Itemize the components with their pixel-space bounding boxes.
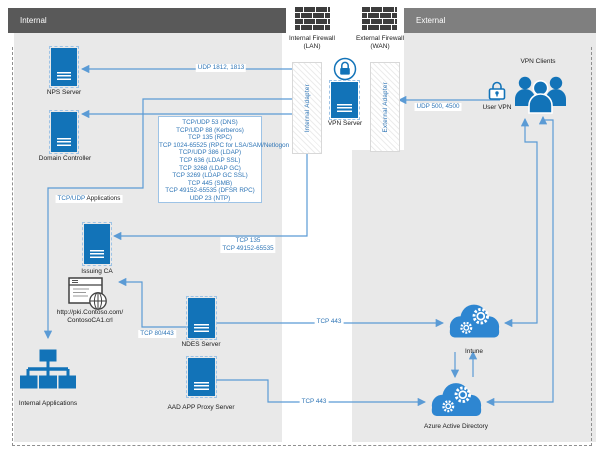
connector-intune-to-clients <box>503 117 538 328</box>
internal-firewall-label: Internal Firewall(LAN) <box>289 35 335 50</box>
azure-ad-cloud-icon <box>431 383 482 416</box>
ndes-https-label: TCP 443 <box>314 318 344 326</box>
connector-proxy-to-azure-ad <box>216 379 427 407</box>
azure-ad-label: Azure Active Directory <box>424 423 488 430</box>
radius-ports-label: UDP 1812, 1813 <box>195 64 247 72</box>
dc-ports-callout: TCP/UDP 53 (DNS) TCP/UDP 88 (Kerberos) T… <box>158 116 289 203</box>
vpn-server-icon <box>329 80 360 120</box>
ndes-server-icon <box>186 296 217 340</box>
ndes-server-label: NDES Server <box>181 341 221 348</box>
external-adapter-label: External Adapter <box>381 81 389 133</box>
secure-lock-icon <box>333 57 357 81</box>
external-zone-header: External <box>404 8 596 33</box>
connector-vpn-to-internal-apps <box>43 98 292 340</box>
user-vpn-label: User VPN <box>482 104 512 111</box>
crl-url-label: http://pki.Contoso.com/ContosoCA1.crl <box>56 309 124 324</box>
vpn-server-label: VPN Server <box>327 120 363 127</box>
internal-adapter-label: Internal Adapter <box>303 83 311 133</box>
internal-applications-icon <box>20 349 76 389</box>
external-adapter: External Adapter <box>370 62 400 152</box>
issuing-ca-label: Issuing CA <box>81 268 113 275</box>
crl-http-ports-label: TCP 80/443 <box>138 330 176 338</box>
connector-vpn-to-issuing-ca <box>112 152 308 241</box>
nps-server-icon <box>49 46 79 88</box>
vpn-clients-icon <box>515 76 566 114</box>
user-vpn-icon <box>488 81 506 100</box>
intune-cloud-icon <box>449 304 500 338</box>
internal-adapter: Internal Adapter <box>292 62 322 154</box>
connector-ndes-to-crl <box>117 277 188 328</box>
issuing-ca-icon <box>82 222 112 266</box>
proxy-https-label: TCP 443 <box>299 398 329 406</box>
internal-applications-label: Internal Applications <box>18 400 78 407</box>
internal-zone-header: Internal <box>8 8 286 33</box>
aad-proxy-server-label: AAD APP Proxy Server <box>167 404 235 411</box>
intune-label: Intune <box>464 348 484 355</box>
crl-website-icon <box>68 277 107 310</box>
aad-proxy-server-icon <box>186 356 217 398</box>
ike-ports-label: UDP 500, 4500 <box>414 103 462 111</box>
domain-controller-label: Domain Controller <box>38 155 92 162</box>
external-firewall-label: External Firewall(WAN) <box>355 35 405 50</box>
domain-controller-icon <box>49 110 79 154</box>
external-firewall-icon <box>362 7 397 30</box>
nps-server-label: NPS Server <box>46 89 82 96</box>
external-zone-title: External <box>416 16 446 25</box>
internal-firewall-icon <box>295 7 330 30</box>
connector-azure-ad-to-clients <box>485 115 554 407</box>
vpn-clients-label: VPN Clients <box>520 58 556 65</box>
apps-connector-label: TCP/UDP Applications <box>55 195 123 203</box>
network-boundary-dashed <box>12 47 592 446</box>
internal-zone-title: Internal <box>20 16 47 25</box>
